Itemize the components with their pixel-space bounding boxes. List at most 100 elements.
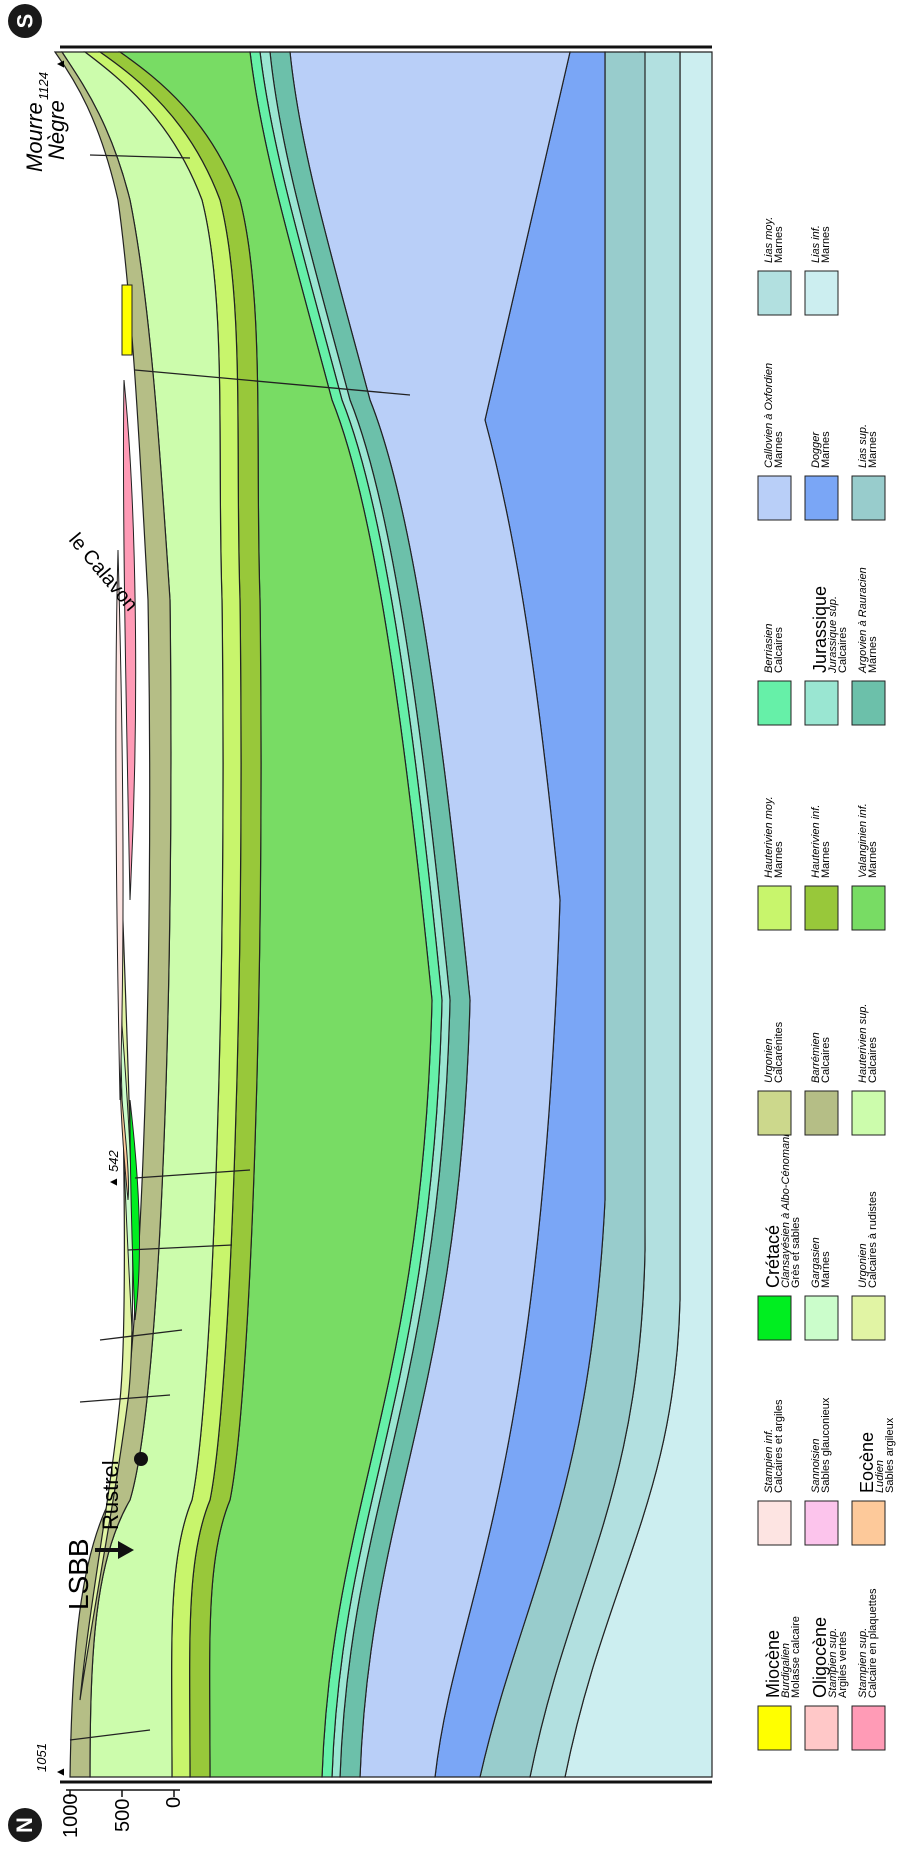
- stratum-ludien: [119, 1079, 130, 1201]
- legend-text: Calcaires à rudistes: [867, 1191, 879, 1288]
- legend-text: Urgonien: [763, 1038, 775, 1083]
- legend-swatch: [851, 885, 886, 931]
- legend-swatch: [804, 270, 839, 316]
- depth-label-0: 0: [163, 1797, 185, 1808]
- summit-triangle-icon: ▲: [53, 58, 67, 70]
- legend-text: Calcaires: [820, 1037, 832, 1083]
- legend-item-stampien-inf: Stampien inf.Calcaires et argiles: [757, 1399, 792, 1546]
- legend-text: Jurassique sup.: [827, 596, 839, 674]
- legend-text: Stampien inf.: [763, 1429, 775, 1493]
- stratum-stampien-inf: [115, 549, 124, 1101]
- legend-text: Calcaires: [867, 1037, 879, 1083]
- legend-text: Calcaire en plaquettes: [867, 1588, 879, 1698]
- depth-label-500: 500: [112, 1799, 134, 1832]
- legend-item-stampien-sup-calcaire: Stampien sup.Calcaire en plaquettes: [851, 1588, 886, 1751]
- legend-swatch: [851, 1295, 886, 1341]
- legend-text: Lias inf.: [810, 225, 822, 263]
- legend-text: Jurassique: [810, 586, 830, 673]
- legend-swatch: [804, 1500, 839, 1546]
- legend-text: Calcaires et argiles: [773, 1399, 785, 1493]
- summit-label-1051: 1051: [34, 1743, 49, 1772]
- fault-line: [69, 1729, 151, 1741]
- legend-text: Marnes: [867, 841, 879, 878]
- legend-text: Gargasien: [810, 1237, 822, 1288]
- stratum-clansayesien: [129, 1099, 140, 1321]
- legend-text: Miocène: [763, 1630, 783, 1698]
- fault-line: [134, 369, 411, 396]
- legend-text: Calcarénites: [773, 1021, 785, 1083]
- legend-text: Burdigalien: [780, 1643, 792, 1698]
- legend-text: Marnes: [773, 226, 785, 263]
- legend-swatch: [851, 680, 886, 726]
- legend-text: Eocène: [857, 1432, 877, 1493]
- legend-swatch: [757, 1500, 792, 1546]
- legend-text: Grès et sables: [790, 1217, 802, 1288]
- legend-text: Dogger: [810, 431, 822, 468]
- place-rustrel: Rustrel: [98, 1460, 123, 1530]
- legend-swatch: [757, 475, 792, 521]
- depth-label-1000: 1000: [60, 1794, 82, 1839]
- summit-triangle-icon: ▲: [53, 1766, 67, 1778]
- legend-text: Marnes: [773, 841, 785, 878]
- legend-swatch: [851, 1705, 886, 1751]
- legend-swatch: [851, 1500, 886, 1546]
- legend-swatch: [804, 885, 839, 931]
- stratum-barremien: [53, 51, 172, 1778]
- stratum-burdigalien: [121, 284, 133, 356]
- legend-swatch: [804, 1705, 839, 1751]
- legend-text: Sables glauconieux: [820, 1397, 832, 1493]
- legend-item-hauterivien-sup: Hauterivien sup.Calcaires: [851, 1004, 886, 1136]
- legend-text: Lias sup.: [857, 424, 869, 468]
- legend-item-lias-sup: Lias sup.Marnes: [851, 424, 886, 521]
- legend-text: Berriasien: [763, 623, 775, 673]
- faults: [69, 154, 411, 1741]
- legend-swatch: [851, 475, 886, 521]
- legend-text: Stampien sup.: [857, 1628, 869, 1698]
- legend-text: Marnes: [820, 1251, 832, 1288]
- legend-text: Callovien à Oxfordien: [763, 363, 775, 468]
- summit-label-1124: 1124: [36, 72, 51, 100]
- legend-item-valanginien-inf: Valanginien inf.Marnes: [851, 803, 886, 931]
- legend-item-lias-inf: Lias inf.Marnes: [804, 225, 839, 316]
- place-mourre: Mourre: [22, 102, 47, 172]
- legend-swatch: [757, 270, 792, 316]
- legend-swatch: [757, 1295, 792, 1341]
- legend-swatch: [804, 1090, 839, 1136]
- legend-text: Marnes: [867, 636, 879, 673]
- rustrel-dot-icon: [134, 1452, 148, 1466]
- place-lsbb: LSBB: [63, 1538, 94, 1610]
- fault-line: [79, 1394, 171, 1403]
- legend-swatch: [757, 1705, 792, 1751]
- legend-swatch: [804, 1295, 839, 1341]
- legend-text: Marnes: [867, 431, 879, 468]
- legend-text: Hauterivien moy.: [763, 796, 775, 878]
- legend-text: Valanginien inf.: [857, 803, 869, 878]
- legend-text: Hauterivien inf.: [810, 805, 822, 878]
- fault-line: [134, 1169, 251, 1179]
- legend-text: Calcaires: [773, 627, 785, 673]
- legend-swatch: [757, 885, 792, 931]
- strata-bands: [53, 51, 713, 1778]
- legend-item-hauterivien-inf: Hauterivien inf.Marnes: [804, 805, 839, 931]
- lsbb-arrow-icon: [95, 1541, 134, 1559]
- legend-text: Calcaires: [837, 627, 849, 673]
- legend-swatch: [804, 475, 839, 521]
- legend-text: Argovien à Rauracien: [857, 567, 869, 674]
- legend-swatch: [804, 680, 839, 726]
- legend-item-hauterivien-moy: Hauterivien moy.Marnes: [757, 796, 792, 931]
- stratum-stampien-sup-calcaire: [122, 379, 137, 901]
- legend-text: Sables argileux: [884, 1417, 896, 1493]
- legend-text: Clansayésien à Albo-Cénomanien: [780, 1122, 792, 1288]
- legend-text: Ludien: [874, 1460, 886, 1493]
- legend-swatch: [757, 1090, 792, 1136]
